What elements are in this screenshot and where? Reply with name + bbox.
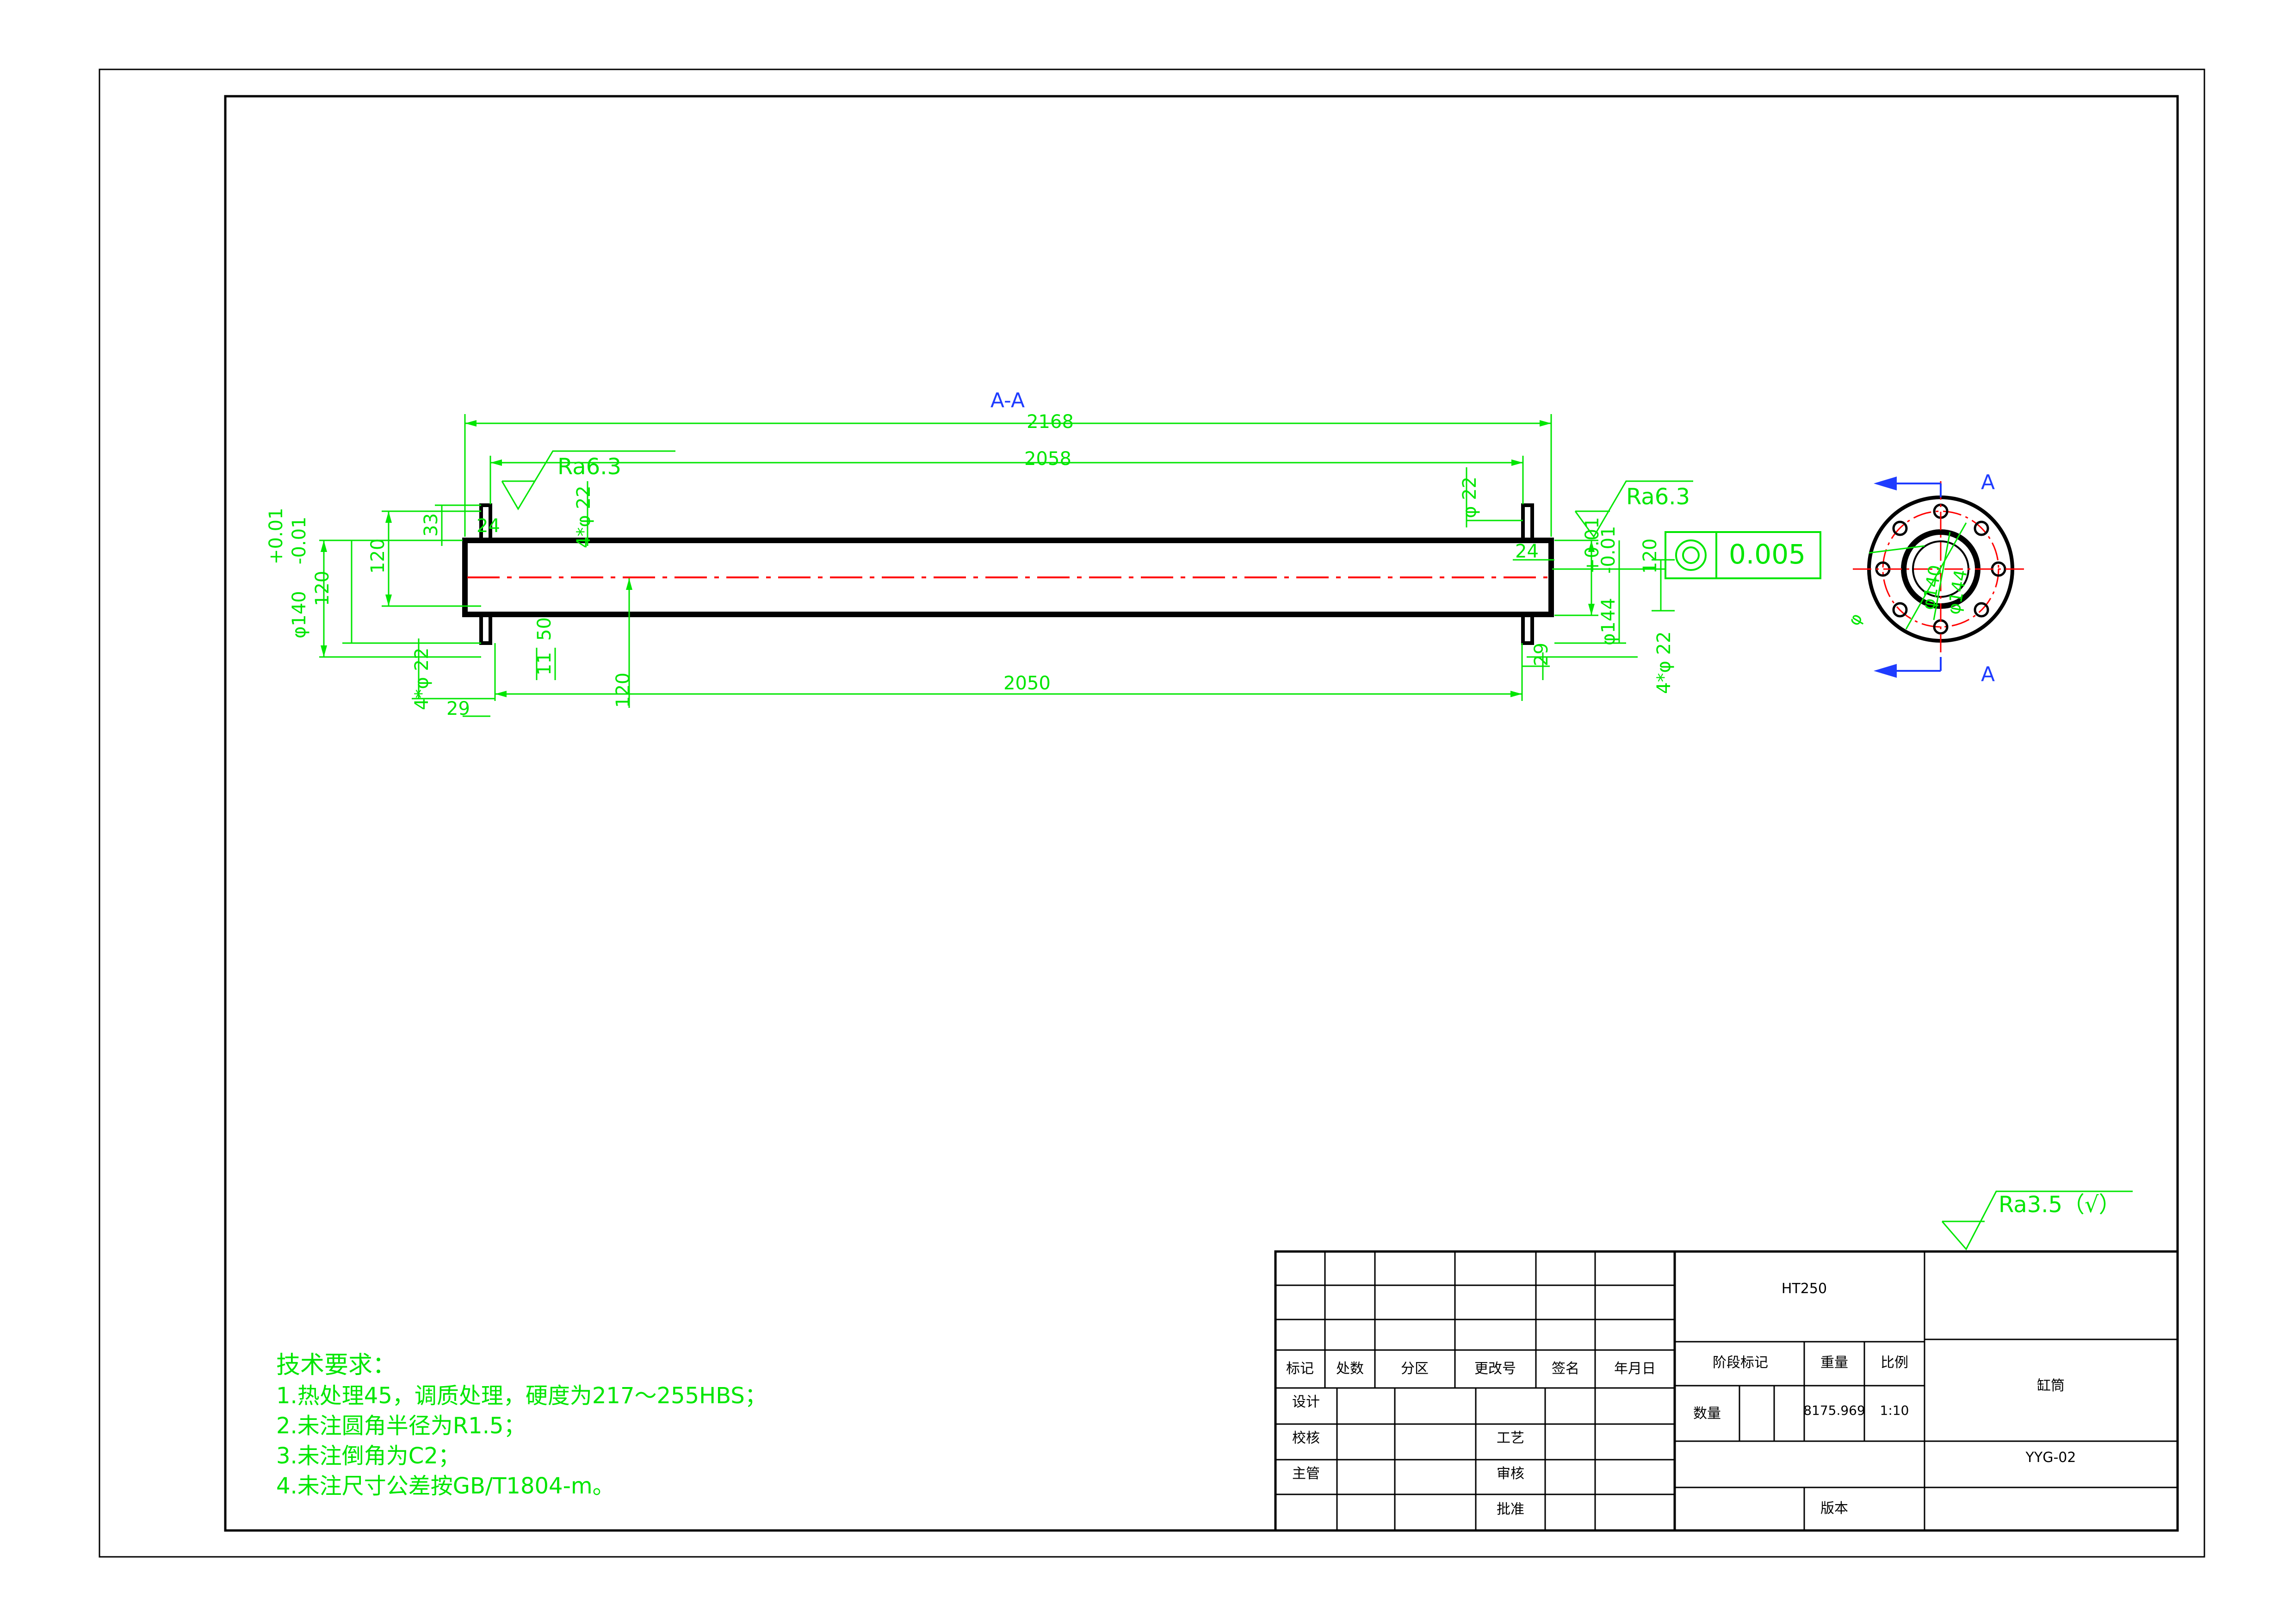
end-view: φ140 φ144 φ — [1844, 481, 2029, 657]
dim-d50: 50 — [534, 617, 555, 641]
label-version: 版本 — [1820, 1500, 1848, 1517]
tech-req-title: 技术要求： — [276, 1351, 396, 1379]
dim-d29-right: 29 — [1531, 643, 1552, 666]
label-stage-mark: 阶段标记 — [1713, 1355, 1768, 1371]
roughness-left: Ra6.3 — [557, 454, 621, 480]
title-block — [1274, 1250, 2179, 1532]
section-marker-top: A — [1981, 471, 1995, 494]
label-check: 校核 — [1292, 1430, 1320, 1446]
section-markers: A A — [1874, 471, 1995, 686]
header-sign: 签名 — [1552, 1361, 1579, 1377]
inner-frame — [224, 95, 2179, 1532]
label-review: 审核 — [1497, 1466, 1524, 1482]
dim-flange-span: 2058 — [1024, 448, 1071, 470]
dim-holes-right-bot: 4*φ 22 — [1653, 632, 1675, 694]
dim-h120-a: 120 — [312, 571, 333, 606]
dim-h120-c: 120 — [613, 673, 634, 708]
dim-d11: 11 — [534, 652, 555, 675]
tech-req-item: 3.未注倒角为C2； — [276, 1443, 460, 1469]
dim-h120-b: 120 — [367, 539, 389, 574]
tech-req-item: 4.未注尺寸公差按GB/T1804-m。 — [276, 1473, 615, 1499]
tolerance-frame: 0.005 — [1665, 531, 1821, 579]
drawing-number: YYG-02 — [2025, 1450, 2076, 1466]
dim-tol-right-minus: -0.01 — [1598, 526, 1619, 574]
scale-value: 1:10 — [1880, 1403, 1909, 1418]
header-change-no: 更改号 — [1474, 1361, 1516, 1377]
part-name: 缸筒 — [2037, 1378, 2065, 1394]
header-date: 年月日 — [1614, 1361, 1656, 1377]
header-zone: 分区 — [1401, 1361, 1429, 1377]
dim-bolt-span: 2050 — [1003, 673, 1051, 694]
dim-outer-dia: φ140 — [289, 591, 310, 638]
tech-requirements: 技术要求： 1.热处理45，调质处理，硬度为217～255HBS； 2.未注圆角… — [276, 1351, 767, 1499]
dim-d29: 29 — [446, 698, 470, 719]
dim-holes-left-top: 4*φ 22 — [573, 486, 594, 548]
tube-side-view — [462, 503, 1554, 645]
header-mark: 标记 — [1286, 1361, 1314, 1377]
dim-overall-length: 2168 — [1027, 411, 1074, 433]
material: HT250 — [1782, 1281, 1827, 1297]
dim-tol-minus: -0.01 — [289, 517, 310, 565]
title-block-text: HT250 标记 处数 分区 更改号 签名 年月日 设计 校核 主管 工艺 审核… — [1286, 1281, 2076, 1518]
tech-req-item: 2.未注圆角半径为R1.5； — [276, 1413, 526, 1439]
section-label: A-A — [990, 389, 1025, 412]
dim-h33: 33 — [421, 513, 442, 537]
dim-h24-right: 24 — [1515, 541, 1539, 562]
dim-tol-plus: +0.01 — [266, 508, 287, 564]
tech-req-item: 1.热处理45，调质处理，硬度为217～255HBS； — [276, 1383, 767, 1409]
label-approve: 批准 — [1497, 1501, 1524, 1518]
label-process: 工艺 — [1497, 1430, 1524, 1446]
label-design: 设计 — [1292, 1394, 1320, 1410]
dim-d144: φ144 — [1598, 598, 1619, 645]
dim-h120-d: 120 — [1640, 539, 1661, 574]
tolerance-value: 0.005 — [1729, 539, 1806, 570]
label-supervisor: 主管 — [1292, 1466, 1320, 1482]
dim-holes-left-bot: 4*φ 22 — [411, 648, 433, 710]
header-count: 处数 — [1336, 1361, 1364, 1377]
section-marker-bottom: A — [1981, 663, 1995, 686]
label-quantity: 数量 — [1693, 1406, 1721, 1422]
end-dia-144: φ144 — [1943, 568, 1971, 616]
dim-hole-dia-22: φ 22 — [1459, 477, 1480, 518]
concentricity-icon — [1675, 539, 1707, 571]
end-dia-6: φ — [1844, 610, 1866, 629]
roughness-general: Ra3.5（√） — [1999, 1192, 2121, 1218]
outer-border — [99, 68, 2205, 1558]
dim-tol-right-plus: +0.01 — [1582, 517, 1603, 574]
weight-value: 8175.969 — [1803, 1403, 1865, 1418]
roughness-right: Ra6.3 — [1626, 484, 1690, 510]
dimension-arrows — [321, 420, 1595, 697]
dim-h24-left: 24 — [477, 515, 500, 537]
label-weight: 重量 — [1820, 1355, 1848, 1371]
label-scale: 比例 — [1881, 1355, 1908, 1371]
dimension-lines — [319, 414, 2133, 1251]
